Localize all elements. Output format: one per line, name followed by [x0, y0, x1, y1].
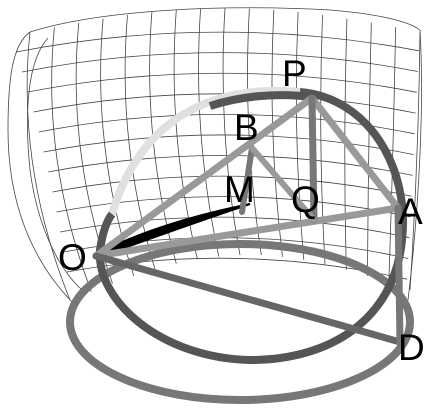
mesh-top-rim — [29, 7, 421, 33]
mesh-cross-curve — [52, 175, 412, 197]
mesh-left-rim — [7, 31, 76, 306]
mesh-left-rim-inner — [27, 37, 83, 291]
upper-circle-back-highlight — [108, 87, 301, 216]
label-B: B — [234, 107, 259, 148]
mesh-ruling-line — [51, 27, 92, 292]
mesh-cross-curve — [56, 196, 411, 218]
segment-B-Q — [249, 145, 317, 223]
label-A: A — [398, 191, 423, 232]
segment-P-A — [308, 94, 402, 212]
mesh-cross-curve — [43, 134, 414, 155]
segment-O-D — [92, 252, 404, 346]
label-Q: Q — [291, 179, 320, 220]
mesh-cross-curve — [27, 72, 417, 93]
mesh-ruling-line — [198, 8, 220, 257]
mesh-ruling-line — [295, 11, 305, 260]
segment-O-A — [92, 204, 402, 260]
upper-circle-top-arc — [208, 91, 319, 110]
segments — [92, 94, 404, 346]
mesh-ruling-line — [173, 9, 198, 260]
label-O: O — [58, 237, 87, 278]
mesh-ruling-line — [388, 27, 396, 283]
mesh-ruling-line — [367, 22, 372, 276]
segment-A-D — [394, 204, 404, 346]
base-circle — [66, 240, 414, 404]
mesh-ruling-line — [247, 8, 262, 256]
mesh-ruling-line — [271, 9, 283, 257]
mesh-cross-curve — [21, 52, 418, 73]
label-D: D — [398, 327, 425, 368]
black-lens — [95, 203, 251, 260]
mesh-ruling-line — [26, 31, 71, 301]
point-labels: P B M Q A O D — [58, 53, 425, 368]
mesh-ruling-line — [409, 31, 421, 291]
mesh-right-rim — [407, 29, 422, 301]
mesh-ruling-line — [222, 7, 241, 256]
segment-O-P — [92, 94, 316, 260]
mesh-ruling-line — [320, 14, 326, 265]
mesh-cross-curve — [16, 31, 419, 53]
label-P: P — [282, 53, 307, 94]
label-M: M — [224, 169, 255, 210]
segment-B-M — [239, 145, 255, 215]
segment-P-Q — [308, 94, 318, 224]
